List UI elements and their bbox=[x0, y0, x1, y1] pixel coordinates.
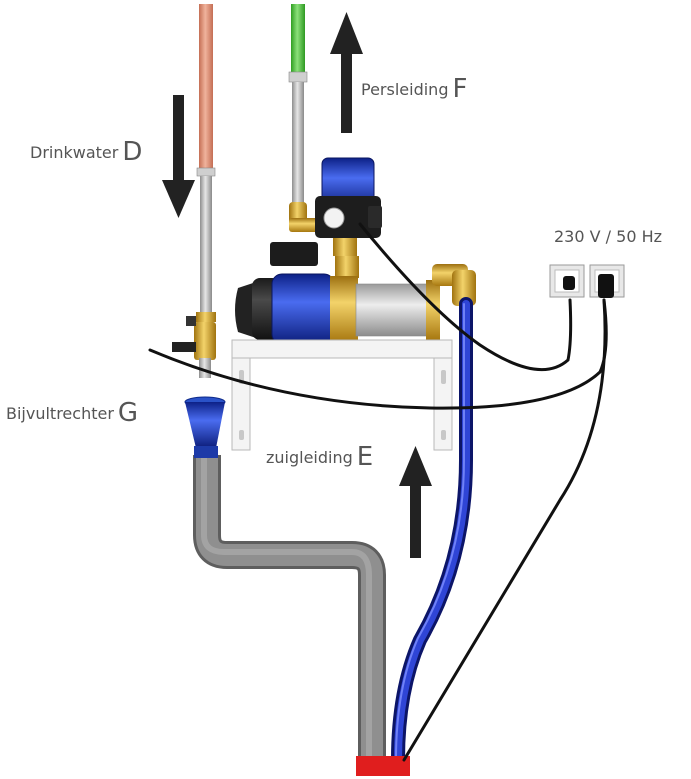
label-drinkwater-letter: D bbox=[122, 137, 143, 167]
suction-hose bbox=[391, 297, 473, 767]
arrow-up-icon bbox=[399, 446, 432, 558]
label-drinkwater-text: Drinkwater bbox=[30, 143, 119, 162]
label-power: 230 V / 50 Hz bbox=[554, 229, 662, 245]
wall-socket-icon bbox=[549, 264, 625, 298]
end-cap bbox=[356, 756, 410, 776]
label-zuigleiding-text: zuigleiding bbox=[266, 448, 353, 467]
arrow-up-icon bbox=[330, 12, 363, 133]
label-persleiding-letter: F bbox=[452, 74, 468, 104]
label-power-text: 230 V / 50 Hz bbox=[554, 227, 663, 246]
drain-pipe bbox=[193, 455, 386, 765]
arrow-down-icon bbox=[162, 95, 195, 218]
pressure-switch bbox=[315, 157, 382, 256]
power-cables bbox=[148, 222, 608, 762]
label-zuigleiding-letter: E bbox=[356, 442, 374, 472]
label-persleiding-text: Persleiding bbox=[361, 80, 449, 99]
funnel bbox=[184, 396, 226, 458]
drinkwater-pipe bbox=[172, 4, 216, 378]
mounting-bracket bbox=[231, 339, 453, 451]
label-bijvultrechter-text: Bijvultrechter bbox=[6, 404, 114, 423]
pump-unit bbox=[235, 242, 476, 345]
label-bijvultrechter-letter: G bbox=[117, 398, 139, 428]
